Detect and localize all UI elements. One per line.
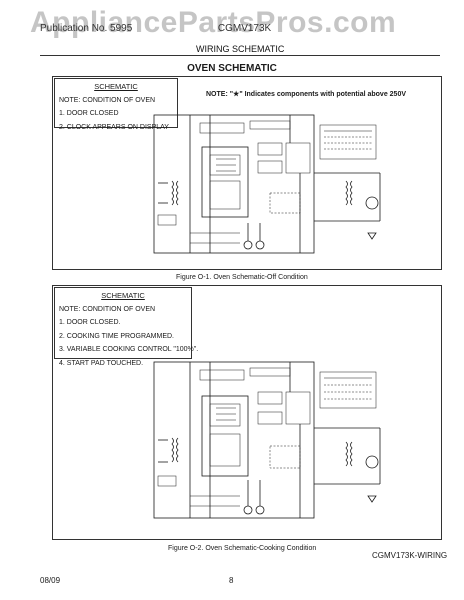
note-line: NOTE: CONDITION OF OVEN bbox=[59, 305, 156, 313]
oven-schematic-off-diagram bbox=[153, 114, 381, 254]
schematic-panel-1 bbox=[52, 76, 442, 270]
high-voltage-note: NOTE: "★" Indicates components with pote… bbox=[206, 91, 407, 98]
header-rule bbox=[40, 55, 440, 56]
figure-caption-1: Figure O-1. Oven Schematic-Off Condition bbox=[176, 274, 308, 281]
page-number: 8 bbox=[229, 576, 234, 585]
figure-caption-2: Figure O-2. Oven Schematic-Cooking Condi… bbox=[168, 545, 317, 552]
header-left: Publication No. 5995 bbox=[40, 23, 133, 34]
page-title: OVEN SCHEMATIC bbox=[187, 63, 277, 74]
schematic-note-2: SCHEMATIC NOTE: CONDITION OF OVEN 1. DOO… bbox=[54, 287, 199, 367]
note-line: 3. VARIABLE COOKING CONTROL "100%". bbox=[59, 346, 199, 353]
header-publication: Publication No. 5995 CGMV173K bbox=[40, 23, 271, 34]
note-line: 4. START PAD TOUCHED. bbox=[59, 359, 144, 367]
note-line: 2. CLOCK APPEARS ON DISPLAY bbox=[59, 123, 169, 131]
note-heading: SCHEMATIC bbox=[101, 291, 145, 300]
note-line: 1. DOOR CLOSED. bbox=[59, 319, 121, 326]
footer-date: 08/09 bbox=[40, 576, 61, 585]
note-line: 1. DOOR CLOSED bbox=[59, 110, 119, 117]
schematic-note-1: SCHEMATIC NOTE: CONDITION OF OVEN 1. DOO… bbox=[54, 78, 178, 131]
document-id: CGMV173K-WIRING bbox=[372, 551, 448, 560]
note-line: NOTE: CONDITION OF OVEN bbox=[59, 96, 156, 104]
header-model: CGMV173K bbox=[217, 23, 272, 34]
oven-schematic-cooking-diagram bbox=[153, 361, 381, 519]
note-line: 2. COOKING TIME PROGRAMMED. bbox=[59, 332, 174, 340]
schematic-panel-2 bbox=[52, 285, 442, 540]
note-heading: SCHEMATIC bbox=[94, 82, 138, 91]
header-subtitle: WIRING SCHEMATIC bbox=[196, 44, 285, 54]
